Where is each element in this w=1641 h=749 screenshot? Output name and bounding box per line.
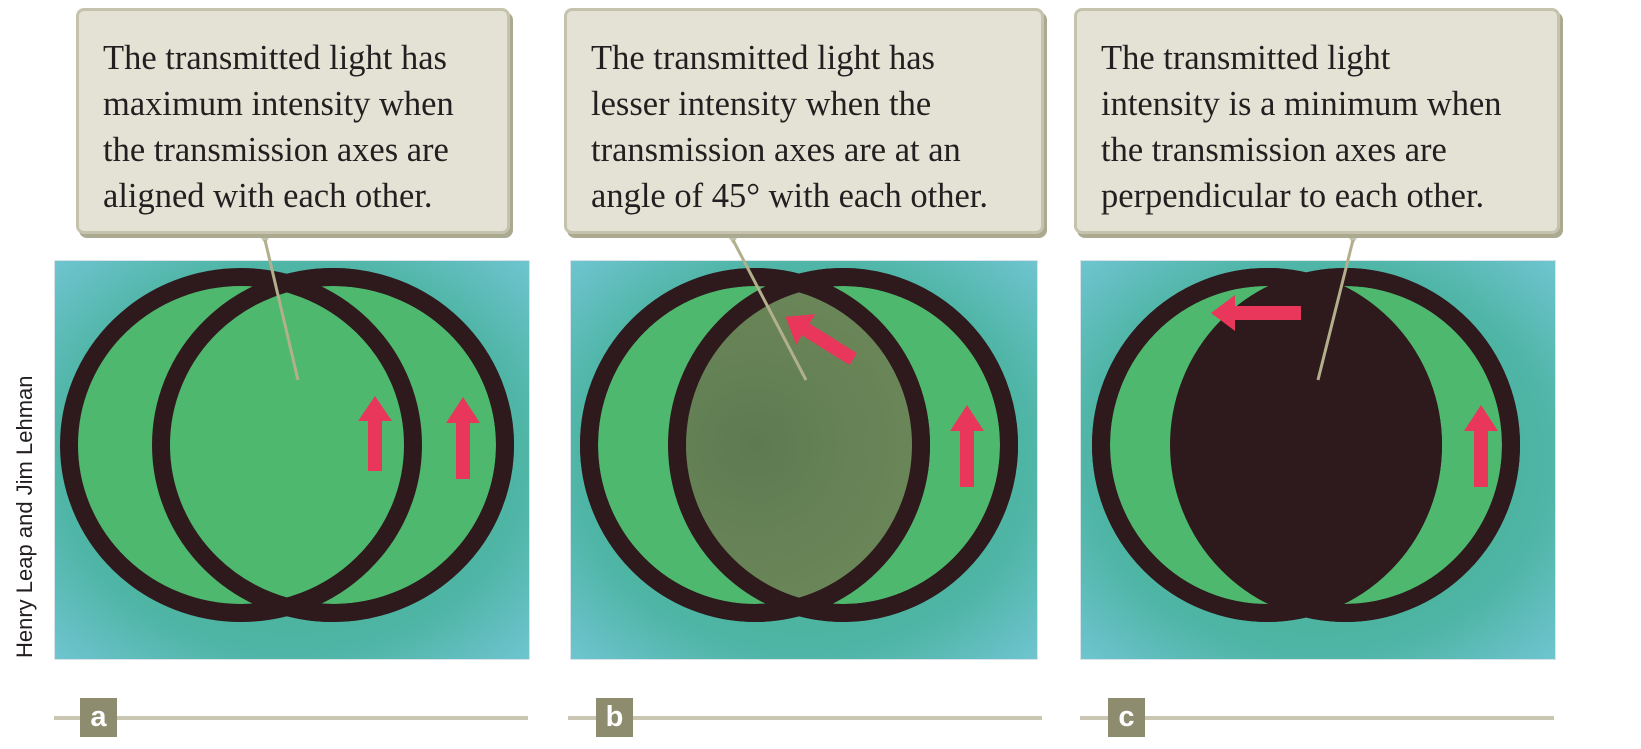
callout-a: The transmitted light has maximum intens… (76, 8, 510, 234)
polarizer-photo-c (1080, 260, 1556, 660)
callout-a-text: The transmitted light has maximum intens… (103, 39, 454, 215)
polarizer-diagram-a (55, 261, 529, 659)
overlap-region (677, 277, 921, 613)
front-axis-arrow (1211, 295, 1301, 331)
front-filter (60, 268, 422, 622)
panel-b-label: b (596, 698, 633, 737)
callout-c-text: The transmitted light intensity is a min… (1101, 39, 1502, 215)
rear-axis-arrow (446, 397, 480, 479)
panel-a-rule (54, 716, 528, 720)
callout-b: The transmitted light has lesser intensi… (564, 8, 1044, 234)
panel-c-rule (1080, 716, 1554, 720)
polarizer-photo-a (54, 260, 530, 660)
polarizer-diagram-b (571, 261, 1037, 659)
front-axis-arrow (358, 396, 392, 471)
panel-b: The transmitted light has lesser intensi… (560, 0, 1070, 749)
polarizer-diagram-c (1081, 261, 1555, 659)
callout-b-text: The transmitted light has lesser intensi… (591, 39, 989, 215)
panel-c: The transmitted light intensity is a min… (1070, 0, 1641, 749)
panel-c-label: c (1108, 698, 1145, 737)
rear-axis-arrow (950, 405, 984, 487)
panel-a-label: a (80, 698, 117, 737)
panel-a: The transmitted light has maximum intens… (0, 0, 560, 749)
polarizer-photo-b (570, 260, 1038, 660)
rear-axis-arrow (1464, 405, 1498, 487)
callout-c: The transmitted light intensity is a min… (1074, 8, 1560, 234)
panel-b-rule (568, 716, 1042, 720)
